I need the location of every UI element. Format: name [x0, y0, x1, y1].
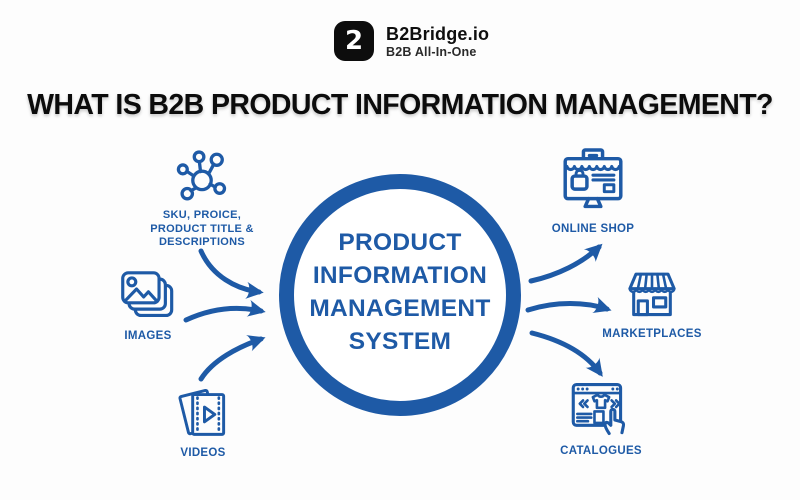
- videos-label: VIDEOS: [180, 447, 226, 459]
- brand-tagline: B2B All-In-One: [386, 45, 477, 59]
- node-videos: VIDEOS: [128, 384, 278, 461]
- attributes-label-line3: DESCRIPTIONS: [158, 236, 246, 248]
- arrow-pim-to-catalogues: [529, 330, 603, 377]
- images-icon: [121, 271, 174, 318]
- brand-logo-glyph: 2: [344, 26, 364, 56]
- attributes-label-line2: PRODUCT TITLE &: [150, 222, 254, 235]
- catalogues-label: CATALOGUES: [560, 445, 642, 457]
- attributes-label-line1: SKU, PROICE,: [162, 209, 242, 221]
- attributes-network-icon: [176, 150, 227, 201]
- marketplaces-icon: [628, 272, 676, 317]
- pim-line-4: SYSTEM: [348, 328, 452, 355]
- arrow-pim-to-online-shop: [528, 243, 603, 284]
- arrow-pim-to-marketplaces: [525, 296, 612, 314]
- arrow-attributes-to-pim: [198, 248, 264, 299]
- pim-circle: [279, 174, 521, 416]
- online-shop-label: ONLINE SHOP: [551, 223, 635, 235]
- pim-line-1: PRODUCT: [338, 229, 462, 256]
- pim-line-2: INFORMATION: [312, 262, 488, 289]
- node-attributes: SKU, PROICE, PRODUCT TITLE & DESCRIPTION…: [127, 148, 277, 250]
- node-catalogues: CATALOGUES: [526, 378, 676, 459]
- pim-line-3: MANAGEMENT: [309, 295, 491, 322]
- catalogues-icon: [571, 382, 626, 436]
- brand-name: B2Bridge.io: [386, 24, 490, 44]
- pim-circle-text: PRODUCT INFORMATION MANAGEMENT SYSTEM: [290, 226, 510, 358]
- images-label: IMAGES: [124, 330, 172, 342]
- videos-icon: [178, 388, 226, 436]
- arrow-videos-to-pim: [198, 335, 266, 382]
- node-online-shop: ONLINE SHOP: [518, 148, 668, 237]
- marketplaces-label: MARKETPLACES: [602, 328, 702, 340]
- online-shop-icon: [563, 148, 623, 209]
- node-marketplaces: MARKETPLACES: [577, 268, 727, 342]
- brand-logo-icon: 2: [334, 21, 374, 61]
- node-images: IMAGES: [73, 268, 223, 344]
- page-title: WHAT IS B2B PRODUCT INFORMATION MANAGEME…: [27, 89, 773, 121]
- arrow-images-to-pim: [183, 299, 266, 323]
